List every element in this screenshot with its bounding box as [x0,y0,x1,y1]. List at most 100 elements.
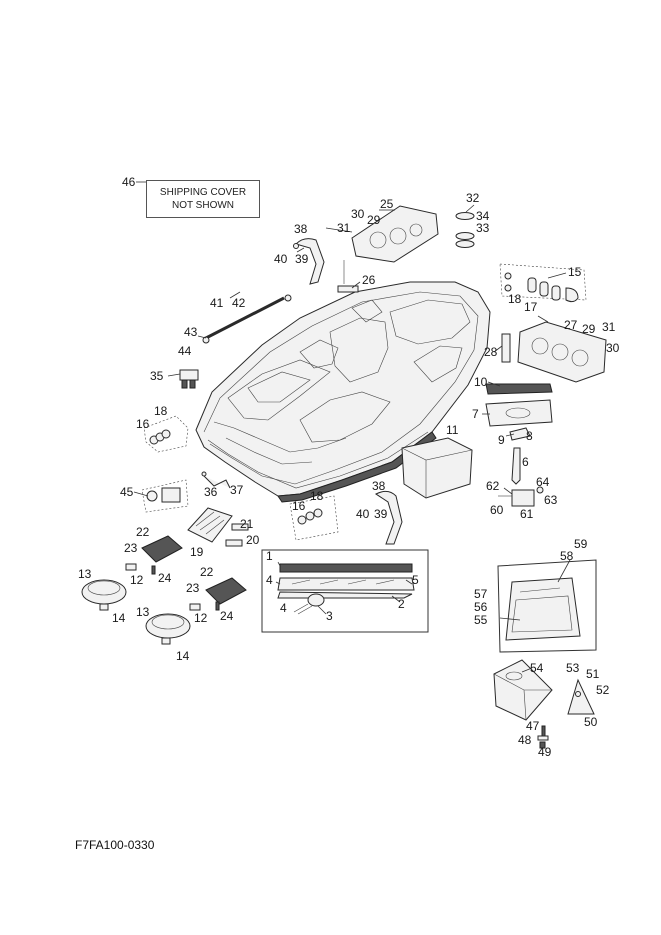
latch-set-15 [499,263,587,303]
callout-40-lower: 40 [356,507,370,521]
callout-28: 28 [484,345,498,359]
callout-50: 50 [584,715,598,729]
cooler-54 [493,659,553,721]
callout-29-right: 29 [582,322,596,336]
callout-47: 47 [526,719,540,733]
cup-holder-panel-top [351,205,439,263]
callout-56: 56 [474,600,488,614]
callout-41: 41 [210,296,224,310]
callout-13-lower: 13 [136,605,150,619]
callout-19: 19 [190,545,204,559]
callout-10: 10 [474,375,488,389]
callout-18-left: 18 [154,404,168,418]
diagram-code: F7FA100-0330 [75,838,155,852]
cup-holder-panel-27 [517,321,607,383]
callout-14-upper: 14 [112,611,126,625]
callout-23-upper: 23 [124,541,138,555]
callout-38: 38 [294,222,308,236]
step-pad-22-lower [189,577,247,611]
callout-20: 20 [246,533,260,547]
callout-40: 40 [274,252,288,266]
cleat-35 [179,369,199,389]
bracket-50 [567,678,595,715]
drain-fittings-16-lower [289,495,339,541]
leader-lines [133,181,571,673]
callout-31-right: 31 [602,320,616,334]
callout-33: 33 [476,221,490,235]
drain-fittings-16 [143,415,189,453]
callout-26: 26 [362,273,376,287]
callout-14-lower: 14 [176,649,190,663]
callout-2: 2 [398,597,405,611]
callout-64: 64 [536,475,550,489]
callout-24-upper: 24 [158,571,172,585]
drain-tube-6 [509,427,531,485]
shipping-cover-note: SHIPPING COVER NOT SHOWN [146,180,260,218]
callout-7: 7 [472,407,479,421]
step-pad-22-upper [125,535,183,575]
callout-43: 43 [184,325,198,339]
callout-31: 31 [337,221,351,235]
step-pad-19 [187,507,249,547]
cooler-11 [401,437,473,499]
trim-detail-inset [261,549,429,633]
callout-60: 60 [490,503,504,517]
access-plate-7 [485,399,553,427]
callout-39: 39 [295,252,309,266]
cover-13-lower [145,613,191,645]
callout-45: 45 [120,485,134,499]
callout-53: 53 [566,661,580,675]
callout-labels: 46 32 25 30 29 34 31 33 38 40 39 26 15 4… [78,175,620,759]
callout-22-upper: 22 [136,525,150,539]
hinge-36-37 [201,471,231,489]
handrail-38-lower [375,490,403,545]
callout-24-lower: 24 [220,609,234,623]
callout-55: 55 [474,613,488,627]
callout-49: 49 [538,745,552,759]
grab-bar-41 [202,294,292,344]
storage-box-inset [497,559,597,653]
callout-59: 59 [574,537,588,551]
fasteners-47-49 [537,725,549,749]
callout-30: 30 [351,207,365,221]
callout-17: 17 [524,300,538,314]
callout-12-lower: 12 [194,611,208,625]
callout-61: 61 [520,507,534,521]
note-line-1: SHIPPING COVER [159,187,247,198]
callout-3: 3 [326,609,333,623]
callout-15: 15 [568,265,582,279]
callout-48: 48 [518,733,532,747]
callout-13-upper: 13 [78,567,92,581]
callout-22-lower: 22 [200,565,214,579]
callout-12-upper: 12 [130,573,144,587]
callout-36: 36 [204,485,218,499]
callout-35: 35 [150,369,164,383]
callout-21: 21 [240,517,254,531]
callout-51: 51 [586,667,600,681]
callout-16-left: 16 [136,417,150,431]
callout-39-lower: 39 [374,507,388,521]
callout-44: 44 [178,344,192,358]
trim-strip-10 [485,383,553,395]
callout-23-lower: 23 [186,581,200,595]
callout-1: 1 [266,549,273,563]
callout-30-right: 30 [606,341,620,355]
callout-5: 5 [412,573,419,587]
callout-58: 58 [560,549,574,563]
callout-8: 8 [526,429,533,443]
cover-13-upper [81,579,127,611]
post-28 [501,333,511,363]
note-line-2: NOT SHOWN [171,200,235,211]
callout-11: 11 [446,423,459,437]
callout-37: 37 [230,483,244,497]
callout-34: 34 [476,209,490,223]
callout-25: 25 [380,197,394,211]
handrail-assembly-top [293,238,325,285]
fitting-60-64 [498,486,544,507]
callout-6: 6 [522,455,529,469]
callout-18-upper-right: 18 [508,292,522,306]
callout-46: 46 [122,175,136,189]
callout-57: 57 [474,587,488,601]
callout-4-lower: 4 [280,601,287,615]
